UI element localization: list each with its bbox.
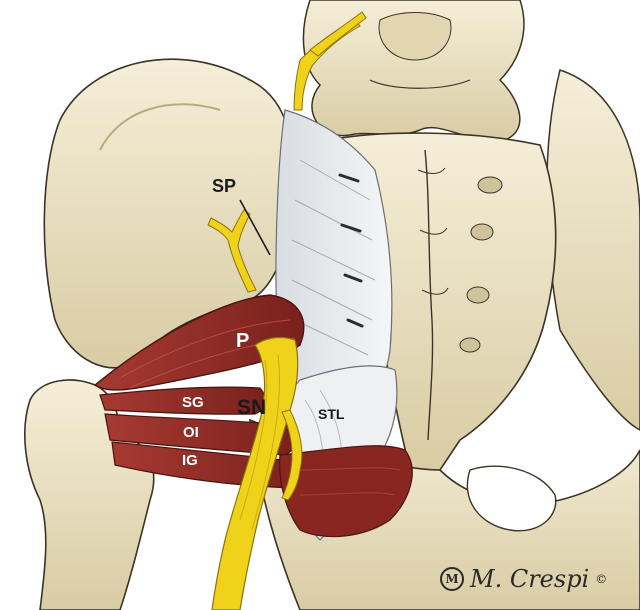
sciatic-nerve xyxy=(211,336,299,610)
label-ig: IG xyxy=(182,452,198,469)
artist-signature: M M. Crespi © xyxy=(440,565,607,593)
label-sp: SP xyxy=(212,176,237,196)
lumbar-vertebra xyxy=(302,0,525,142)
signature-logo-icon: M xyxy=(440,567,464,591)
label-stl: STL xyxy=(318,406,345,422)
label-p: P xyxy=(236,330,250,352)
copyright-symbol: © xyxy=(595,572,608,586)
label-sg: SG xyxy=(182,394,204,411)
obturator-internus-belly xyxy=(279,445,413,538)
right-iliac-bone xyxy=(546,69,640,431)
label-oi: OI xyxy=(183,424,199,441)
femur-bone xyxy=(24,379,155,610)
obturator-foramen xyxy=(466,465,557,532)
sp-pointer-line xyxy=(239,199,271,256)
signature-text: M. Crespi xyxy=(470,565,590,593)
piriformis-muscle xyxy=(93,294,305,391)
nerve-branch xyxy=(281,409,303,501)
label-sn: SN xyxy=(237,396,267,419)
superior-gluteal-nerve xyxy=(207,209,257,293)
